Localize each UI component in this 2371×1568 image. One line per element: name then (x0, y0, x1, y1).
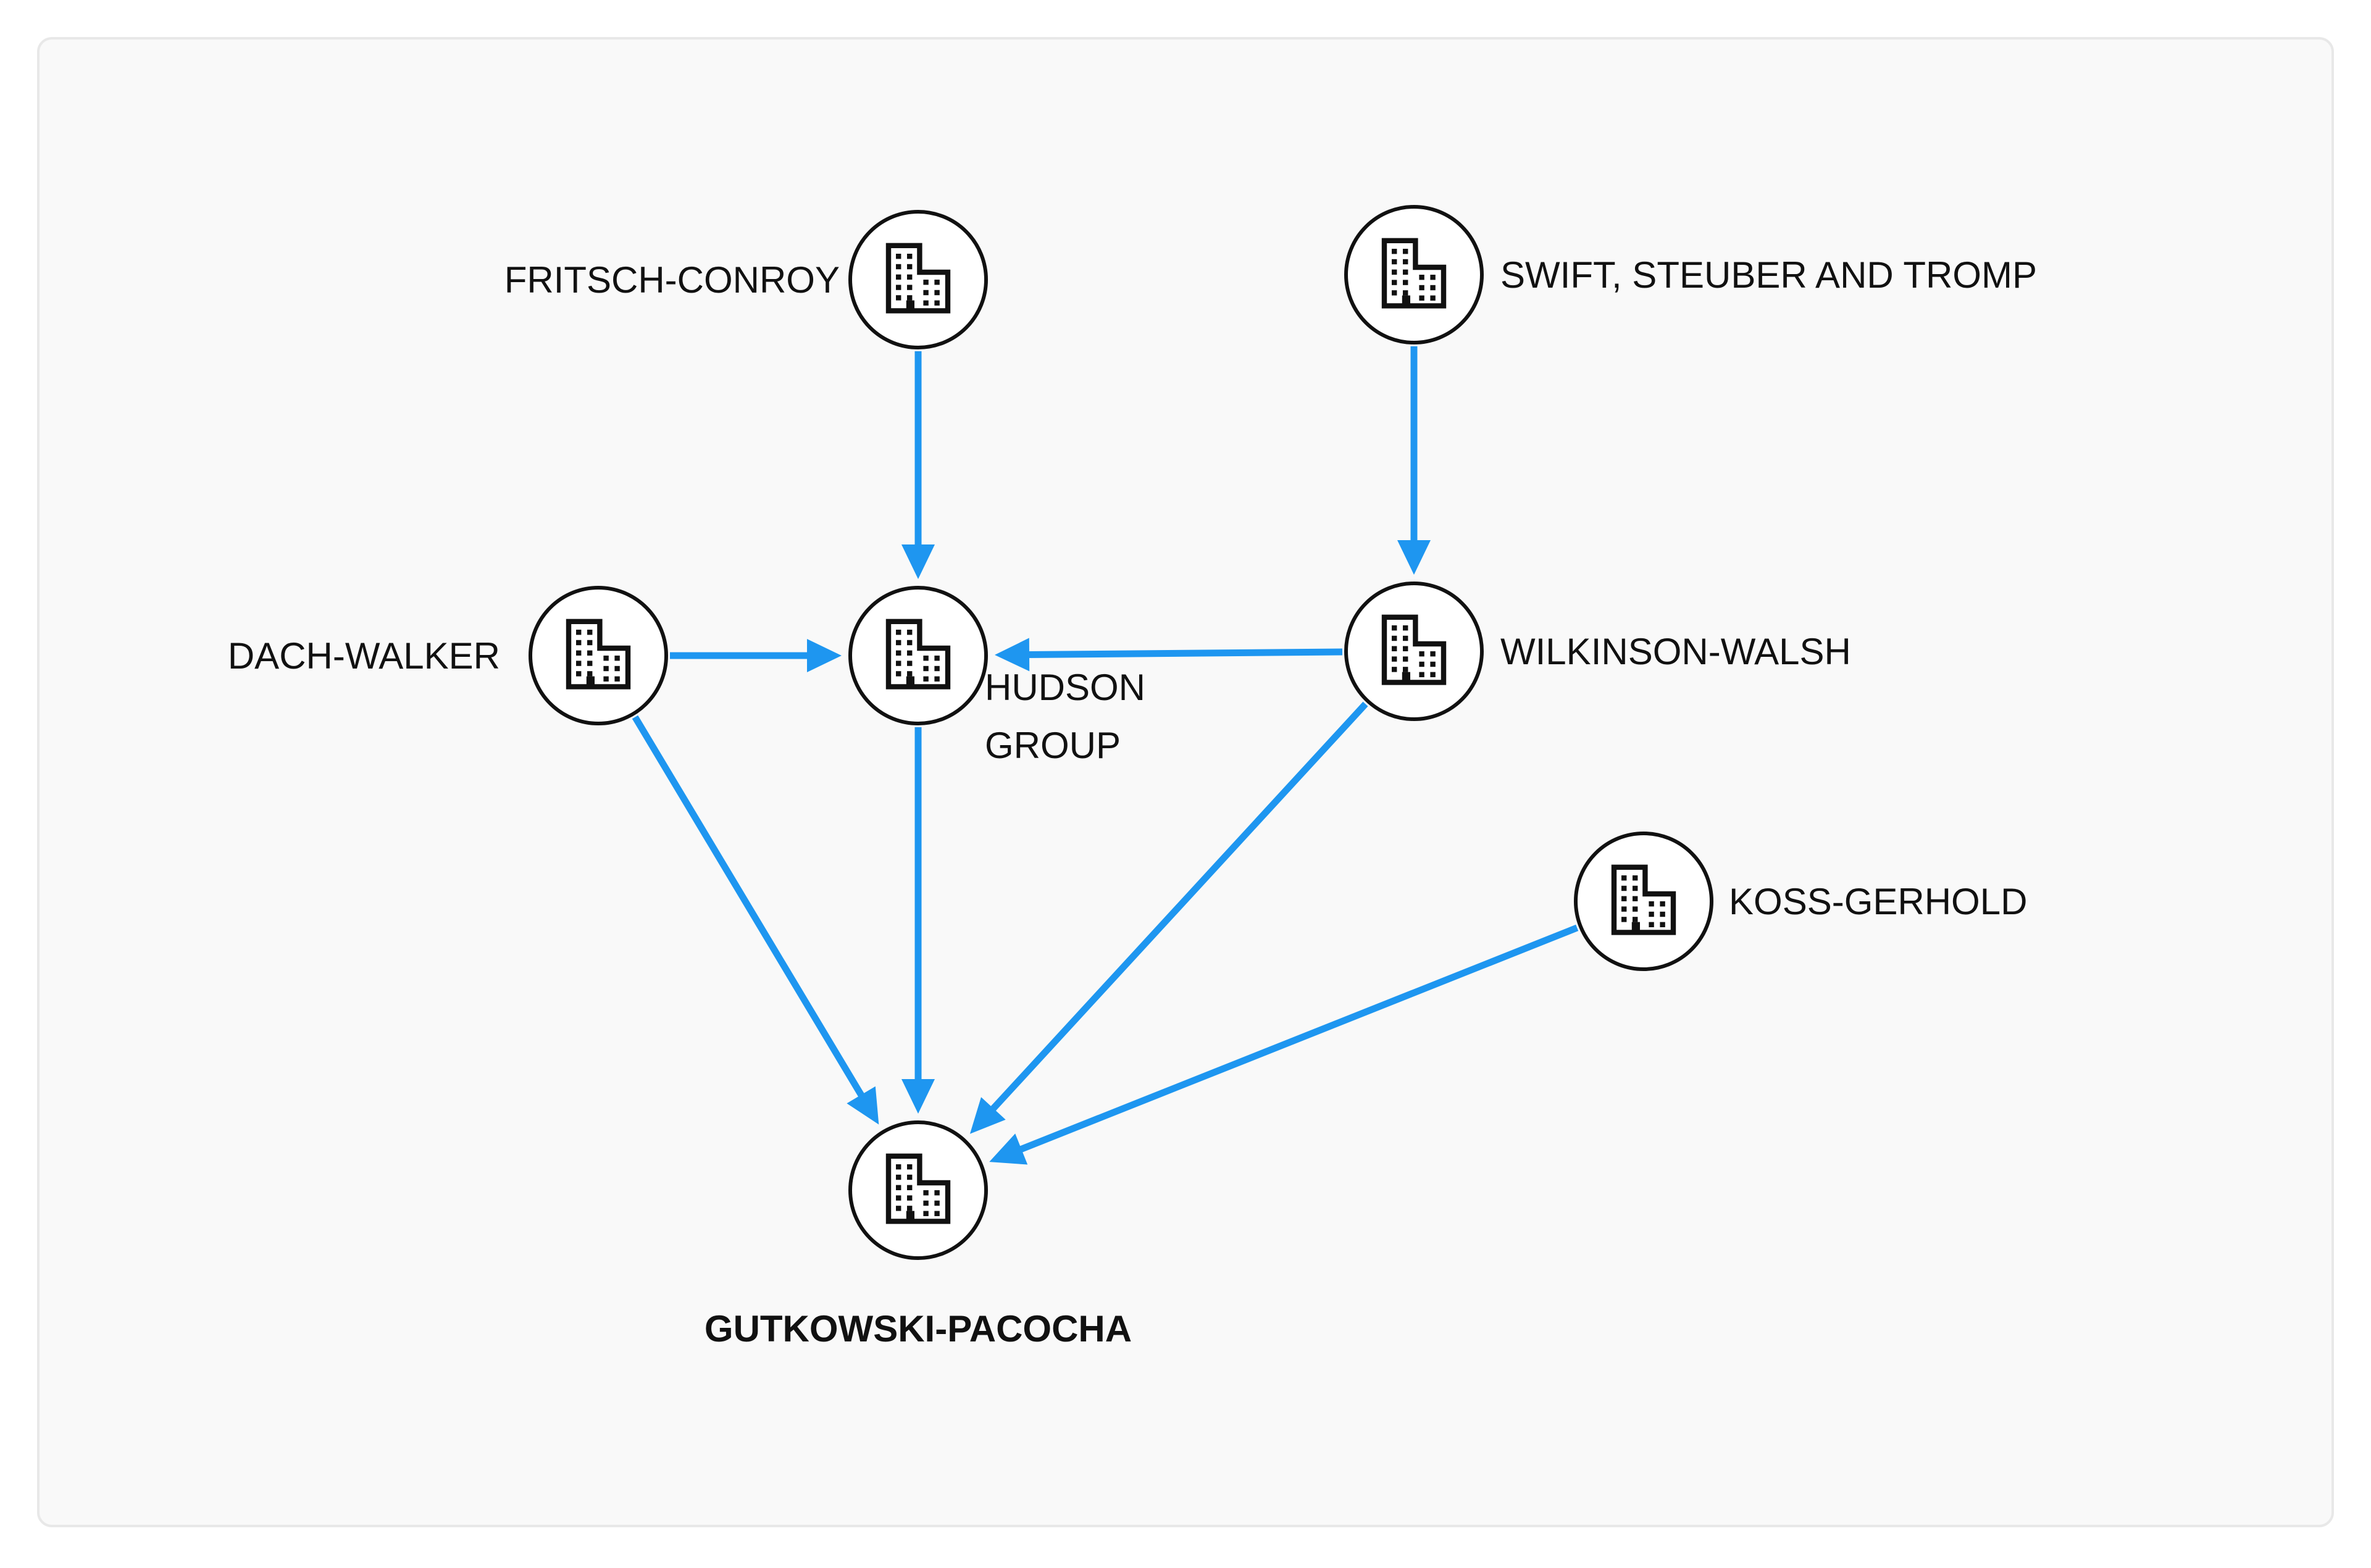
node-label-line: GROUP (985, 725, 1121, 766)
edge-swift-steuber-and-tromp-to-wilkinson-walsh (1397, 346, 1431, 575)
node-label-line: GUTKOWSKI-PACOCHA (705, 1308, 1132, 1349)
edge-dach-walker-to-gutkowski-pacocha (632, 715, 879, 1125)
arrowhead (989, 1133, 1028, 1165)
node-label-line: FRITSCH-CONROY (504, 259, 840, 301)
arrowhead (901, 1079, 935, 1114)
diagram-panel (37, 37, 2334, 1527)
node-hudson-group[interactable]: HUDSON GROUP (848, 586, 1145, 766)
edge-wilkinson-walsh-to-hudson-group (995, 638, 1343, 672)
edge-line (1026, 648, 1343, 658)
edge-line (989, 701, 1368, 1113)
node-koss-gerhold[interactable]: KOSS-GERHOLD (1574, 832, 2027, 971)
edge-koss-gerhold-to-gutkowski-pacocha (989, 924, 1579, 1165)
node-circle[interactable] (848, 1120, 988, 1260)
node-label: HUDSON GROUP (985, 667, 1145, 766)
edges-layer (632, 346, 1579, 1165)
edge-wilkinson-walsh-to-gutkowski-pacocha (969, 701, 1368, 1134)
node-swift-steuber-and-tromp[interactable]: SWIFT, STEUBER AND TROMP (1344, 205, 2037, 344)
node-label: DACH-WALKER (228, 635, 500, 677)
arrowhead (995, 638, 1030, 672)
arrowhead (1397, 540, 1431, 575)
node-dach-walker[interactable]: DACH-WALKER (228, 586, 668, 725)
node-label: FRITSCH-CONROY (504, 259, 840, 301)
node-label-line: DACH-WALKER (228, 635, 500, 677)
node-label-line: KOSS-GERHOLD (1729, 881, 2027, 922)
node-gutkowski-pacocha[interactable]: GUTKOWSKI-PACOCHA (705, 1120, 1132, 1349)
arrowhead (807, 639, 842, 672)
node-label: WILKINSON-WALSH (1500, 631, 1851, 672)
edge-line (632, 715, 866, 1099)
node-circle[interactable] (1574, 832, 1713, 971)
node-circle[interactable] (529, 586, 668, 725)
node-label: GUTKOWSKI-PACOCHA (705, 1308, 1132, 1349)
node-circle[interactable] (848, 586, 988, 725)
node-fritsch-conroy[interactable]: FRITSCH-CONROY (504, 210, 988, 349)
node-label-line: HUDSON (985, 667, 1145, 708)
arrowhead (901, 544, 935, 579)
edge-hudson-group-to-gutkowski-pacocha (901, 727, 935, 1114)
node-label: SWIFT, STEUBER AND TROMP (1500, 254, 2037, 296)
arrowhead (969, 1097, 1006, 1134)
edge-fritsch-conroy-to-hudson-group (901, 351, 935, 579)
edge-line (1018, 924, 1579, 1154)
arrowhead (847, 1086, 879, 1125)
node-label-line: WILKINSON-WALSH (1500, 631, 1851, 672)
node-circle[interactable] (1344, 205, 1484, 344)
node-label-line: SWIFT, STEUBER AND TROMP (1500, 254, 2037, 296)
node-circle[interactable] (848, 210, 988, 349)
node-wilkinson-walsh[interactable]: WILKINSON-WALSH (1344, 582, 1851, 721)
node-label: KOSS-GERHOLD (1729, 881, 2027, 922)
node-circle[interactable] (1344, 582, 1484, 721)
nodes-layer: FRITSCH-CONROY SWIFT, STEUBER AND TROMP DA… (228, 205, 2037, 1349)
edge-dach-walker-to-hudson-group (670, 639, 842, 672)
